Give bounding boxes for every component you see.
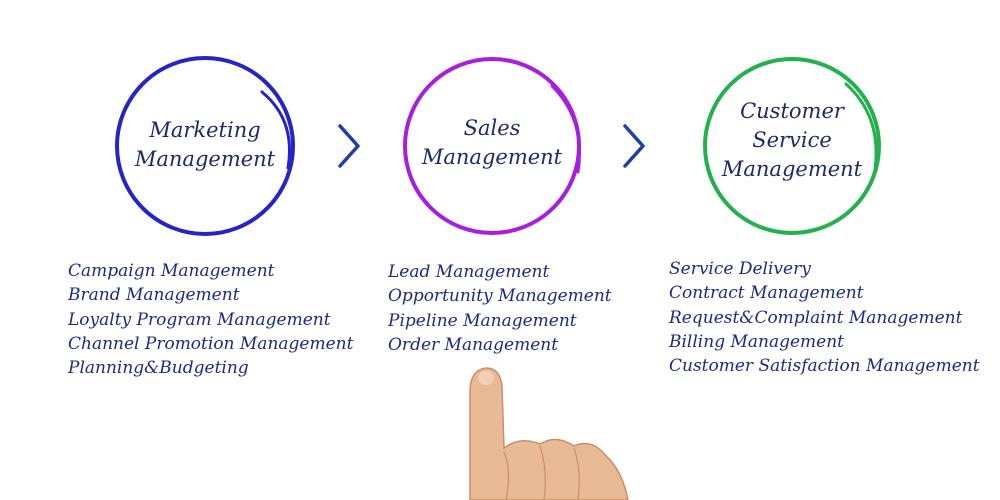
circle-sales <box>403 57 582 235</box>
circle-customer-service-overlap <box>844 82 878 178</box>
stage-title-line: Marketing <box>149 118 261 142</box>
stage-title-marketing: Marketing Management <box>105 116 305 174</box>
list-item: Service Delivery <box>669 259 811 279</box>
circle-marketing <box>115 56 295 236</box>
list-item: Brand Management <box>68 285 240 306</box>
list-item: Loyalty Program Management <box>68 309 331 330</box>
marketing-items-list: Campaign Management Brand Management Loy… <box>68 259 353 380</box>
stage-title-customer-service: Customer Service Management <box>692 97 892 184</box>
stage-title-line: Management <box>134 147 276 171</box>
list-item: Customer Satisfaction Management <box>669 356 980 377</box>
stage-title-line: Service <box>752 128 832 152</box>
list-item: Order Management <box>388 334 559 355</box>
stage-title-line: Customer <box>740 99 844 123</box>
circle-customer-service-stroke <box>703 57 881 235</box>
list-item: Channel Promotion Management <box>68 333 354 354</box>
list-item: Contract Management <box>669 283 864 304</box>
chevron-right-icon <box>623 124 645 168</box>
list-item: Campaign Management <box>68 261 275 281</box>
stage-title-line: Management <box>721 157 863 181</box>
list-item: Pipeline Management <box>388 310 577 331</box>
stage-title-line: Management <box>421 145 563 169</box>
chevron-right-icon <box>338 124 360 168</box>
pointing-hand-icon <box>469 367 629 500</box>
circle-marketing-overlap <box>260 90 292 170</box>
circle-sales-overlap <box>550 84 582 174</box>
customer-service-items-list: Service Delivery Contract Management Req… <box>669 257 980 378</box>
list-item: Planning&Budgeting <box>68 358 249 379</box>
list-item: Lead Management <box>388 262 550 282</box>
list-item: Billing Management <box>669 331 845 352</box>
circle-customer-service <box>703 57 881 235</box>
stage-title-line: Sales <box>463 116 521 140</box>
circle-marketing-stroke <box>115 56 295 236</box>
list-item: Request&Complaint Management <box>669 307 963 328</box>
sales-items-list: Lead Management Opportunity Management P… <box>388 260 612 357</box>
list-item: Opportunity Management <box>388 286 612 307</box>
stage-title-sales: Sales Management <box>392 114 592 172</box>
